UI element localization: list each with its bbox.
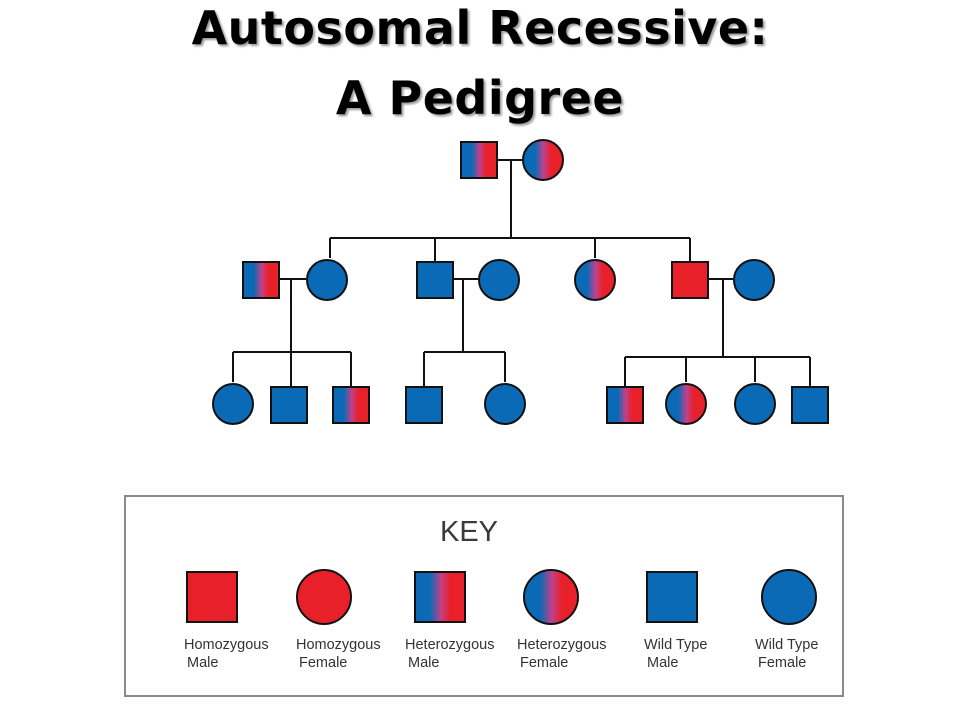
gen2-male-homozygous [671,261,709,299]
key-wild-type-male-symbol [646,571,698,623]
key-label-line-1: Heterozygous [517,637,607,653]
key-label-line-1: Wild Type [644,637,708,653]
key-label-line-1: Homozygous [296,637,381,653]
key-heading: KEY [440,516,499,548]
key-label-line-1: Homozygous [184,637,269,653]
gen3-female-wild-type [734,383,776,425]
gen3-female-wild-type [212,383,254,425]
key-label-line-1: Heterozygous [405,637,495,653]
key-wild-type-female-symbol [761,569,817,625]
gen3-female-heterozygous [665,383,707,425]
gen2-female-wild-type [306,259,348,301]
gen3-male-heterozygous [332,386,370,424]
pedigree-symbols [212,139,829,425]
key-label-line-2: Female [520,655,569,671]
gen2-male-heterozygous [242,261,280,299]
gen2-female-wild-type [478,259,520,301]
gen3-male-wild-type [791,386,829,424]
pedigree-lines [232,159,811,387]
gen2-female-wild-type [733,259,775,301]
title-line-1: Autosomal Recessive: [191,1,769,55]
key-label-line-2: Female [758,655,807,671]
key-symbols [186,569,817,625]
key-label-line-2: Male [647,655,679,671]
key-box [124,495,844,697]
gen2-male-wild-type [416,261,454,299]
key-homozygous-male-symbol [186,571,238,623]
title-line-2: A Pedigree [335,71,625,125]
gen3-male-wild-type [270,386,308,424]
gen1-male-heterozygous [460,141,498,179]
key-heterozygous-male-symbol [414,571,466,623]
gen3-male-wild-type [405,386,443,424]
key-label-line-2: Male [187,655,219,671]
gen3-female-wild-type [484,383,526,425]
key-label-line-2: Female [299,655,348,671]
key-heterozygous-female-symbol [523,569,579,625]
key-label-line-2: Male [408,655,440,671]
gen1-female-heterozygous [522,139,564,181]
key-label-line-1: Wild Type [755,637,819,653]
gen3-male-heterozygous [606,386,644,424]
gen2-female-heterozygous [574,259,616,301]
key-homozygous-female-symbol [296,569,352,625]
